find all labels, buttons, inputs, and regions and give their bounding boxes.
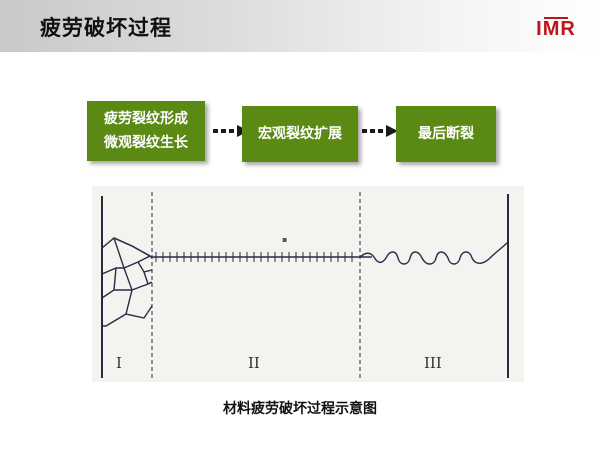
small-mark: ▪ — [282, 235, 287, 244]
flow-box-1-line-1: 疲劳裂纹形成 — [104, 111, 188, 127]
stage-label-2: II — [248, 354, 260, 372]
imr-logo-icon: IMR — [536, 17, 576, 39]
grain-structure — [101, 237, 153, 327]
diagram-caption: 材料疲劳破坏过程示意图 — [223, 401, 377, 417]
fatigue-schematic: ▪ I II III — [101, 192, 509, 378]
stage-label-1: I — [116, 354, 122, 372]
flow-box-macro-crack-growth: 宏观裂纹扩展 — [242, 106, 358, 162]
header-bar: 疲劳破坏过程 IMR — [0, 0, 600, 52]
arrow-right-icon — [362, 125, 398, 137]
flow-box-3-label: 最后断裂 — [418, 126, 474, 142]
fatigue-process-diagram: ▪ I II III — [92, 186, 524, 382]
flow-box-crack-initiation: 疲劳裂纹形成 微观裂纹生长 — [87, 101, 205, 161]
logo-text: IMR — [536, 18, 576, 39]
page-title: 疲劳破坏过程 — [40, 15, 172, 40]
crack-ticks — [155, 252, 353, 262]
stage-label-3: III — [424, 354, 442, 372]
flow-box-final-fracture: 最后断裂 — [396, 106, 496, 162]
flow-box-1-line-2: 微观裂纹生长 — [104, 135, 188, 151]
final-fracture-path — [359, 241, 509, 265]
flow-box-2-label: 宏观裂纹扩展 — [258, 126, 342, 142]
